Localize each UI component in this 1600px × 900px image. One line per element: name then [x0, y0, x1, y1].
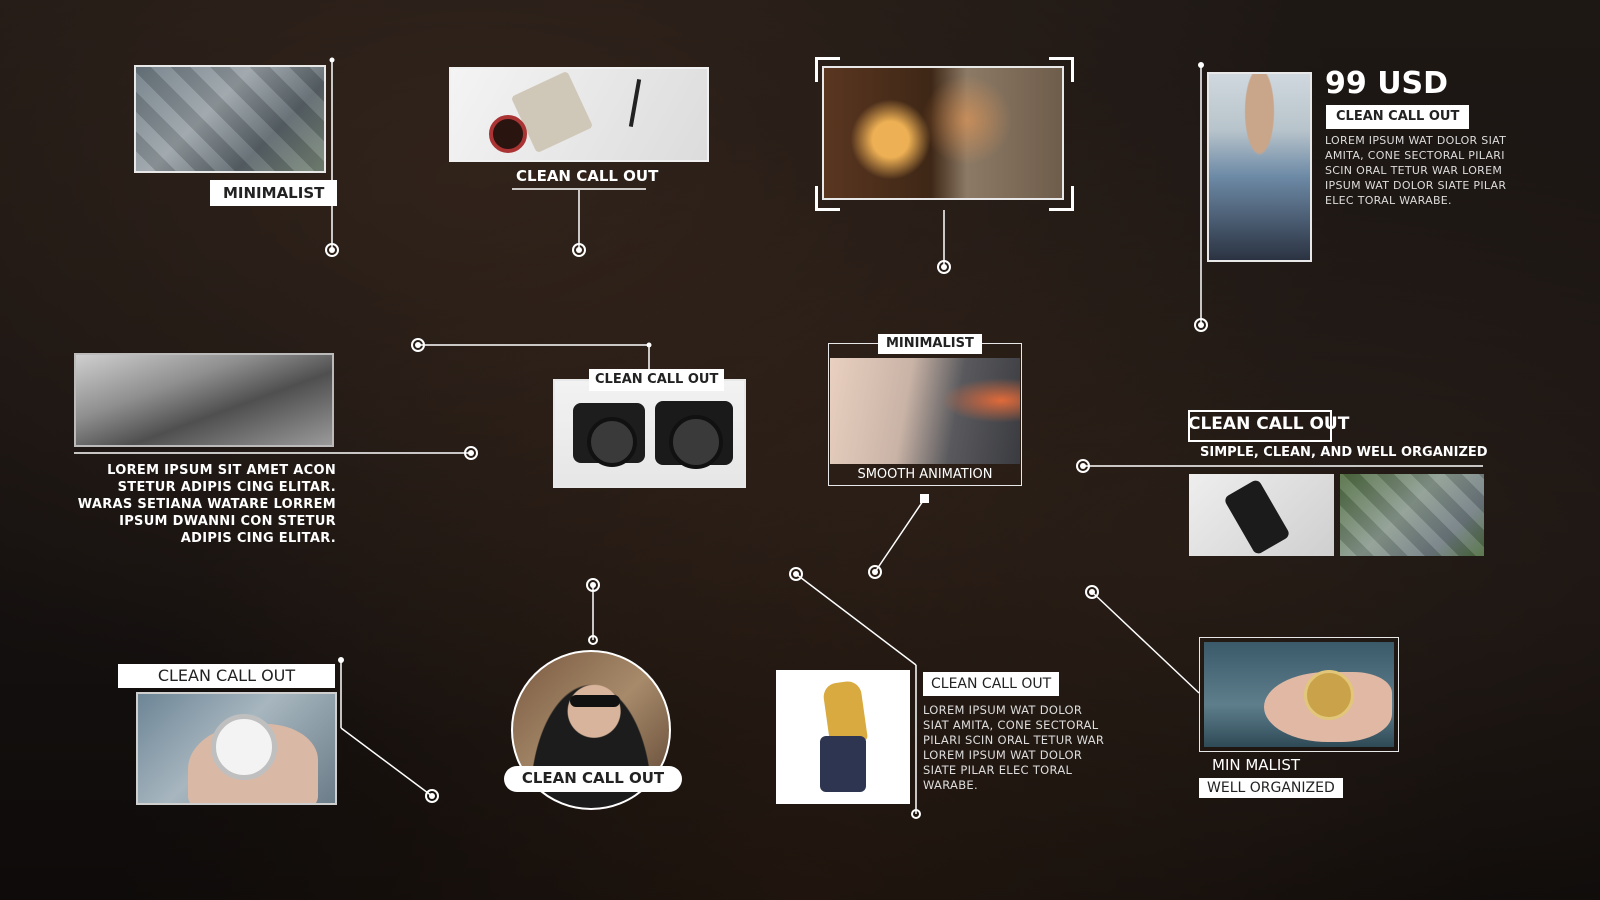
callout-8-title: CLEAN CALL OUT [1188, 414, 1350, 434]
price-text: 99 USD [1325, 66, 1449, 101]
phone-photo [1189, 474, 1334, 556]
frame-bracket-tl [815, 57, 840, 82]
compass-frame [1199, 637, 1399, 752]
callout-1-label: MINIMALIST [210, 180, 338, 206]
callout-12-label-1: MIN MALIST [1212, 756, 1301, 774]
coffee-cup-shape [489, 115, 527, 153]
callout-8-subtitle: SIMPLE, CLEAN, AND WELL ORGANIZED [1200, 445, 1488, 460]
callout-6-label: CLEAN CALL OUT [589, 369, 725, 391]
callout-10-pill [504, 766, 682, 792]
callout-5-text: LOREM IPSUM SIT AMET ACON STETUR ADIPIS … [77, 463, 336, 546]
callout-2-label: CLEAN CALL OUT [516, 167, 659, 185]
callout-9-label: CLEAN CALL OUT [118, 664, 335, 688]
laptop-photo [830, 358, 1020, 464]
callout-12-label-2: WELL ORGANIZED [1199, 778, 1343, 798]
cameras-photo [553, 379, 746, 488]
callout-8-title-box [1188, 410, 1332, 442]
sunglasses-shape [570, 695, 620, 707]
compass-shape [1304, 670, 1354, 720]
callout-7-top-label: MINIMALIST [878, 334, 982, 354]
aerial-green-photo [1340, 474, 1484, 556]
frame-bracket-tr [1049, 57, 1074, 82]
aerial-city-photo [134, 65, 326, 173]
phone-shape [1223, 478, 1291, 556]
desk-photo [449, 67, 709, 162]
glove-photo [776, 670, 910, 804]
camera-left-lens [587, 417, 637, 467]
callout-4-text: LOREM IPSUM WAT DOLOR SIAT AMITA, CONE S… [1325, 134, 1507, 207]
camera-right-lens [669, 415, 723, 469]
pen-shape [628, 79, 642, 127]
callout-10-label: CLEAN CALL OUT [521, 769, 665, 787]
frame-bracket-bl [815, 186, 840, 211]
man-portrait-photo [1207, 72, 1312, 262]
callout-11-label: CLEAN CALL OUT [923, 672, 1060, 696]
compass-photo [1204, 642, 1394, 747]
frame-bracket-br [1049, 186, 1074, 211]
glove-cuff-shape [820, 736, 866, 792]
stopwatch-shape [211, 714, 277, 780]
callout-7-bottom-label: SMOOTH ANIMATION [857, 467, 993, 482]
callout-11-text: LOREM IPSUM WAT DOLOR SIAT AMITA, CONE S… [923, 703, 1105, 792]
callout-4-label: CLEAN CALL OUT [1326, 105, 1470, 129]
blurred-dial-photo [74, 353, 334, 447]
living-room-photo [822, 66, 1064, 200]
stopwatch-photo [136, 692, 337, 805]
